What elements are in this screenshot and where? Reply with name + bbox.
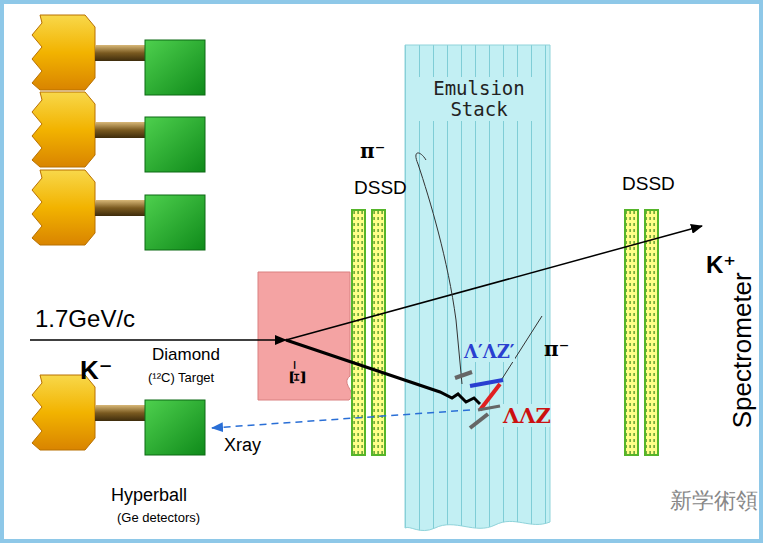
emulsion-stack: Emulsion Stack	[405, 45, 550, 525]
node-text: Hyperball	[111, 486, 187, 506]
node-text: (Ge detectors)	[117, 511, 200, 525]
hypernucleus-label: ΛΛZ	[503, 404, 551, 427]
dssd-detector: DSSD	[352, 210, 386, 455]
particle-name: π⁻	[544, 338, 569, 360]
particle-name: Ξ⁻	[287, 360, 309, 385]
node-text: Emulsion Stack	[417, 77, 541, 121]
node-text: (¹²C) Target	[148, 371, 214, 385]
beam-momentum: 1.7GeV/c	[35, 306, 135, 332]
xray-label: Xray	[224, 436, 261, 456]
node-text: DSSD	[622, 174, 675, 195]
particle-name: π⁻	[360, 140, 385, 162]
dssd-detector: DSSD	[625, 210, 659, 455]
watermark: 新学術領	[670, 489, 758, 513]
node-text: Diamond	[152, 346, 220, 365]
hypernucleus-label: Λ′ΛZ′	[464, 342, 515, 362]
particle-name: K⁻	[80, 356, 113, 385]
spectrometer-label: Spectrometer	[728, 272, 757, 428]
node-text: DSSD	[354, 178, 407, 199]
hyperball-detector: Hyperball(Ge detectors)	[145, 400, 205, 455]
